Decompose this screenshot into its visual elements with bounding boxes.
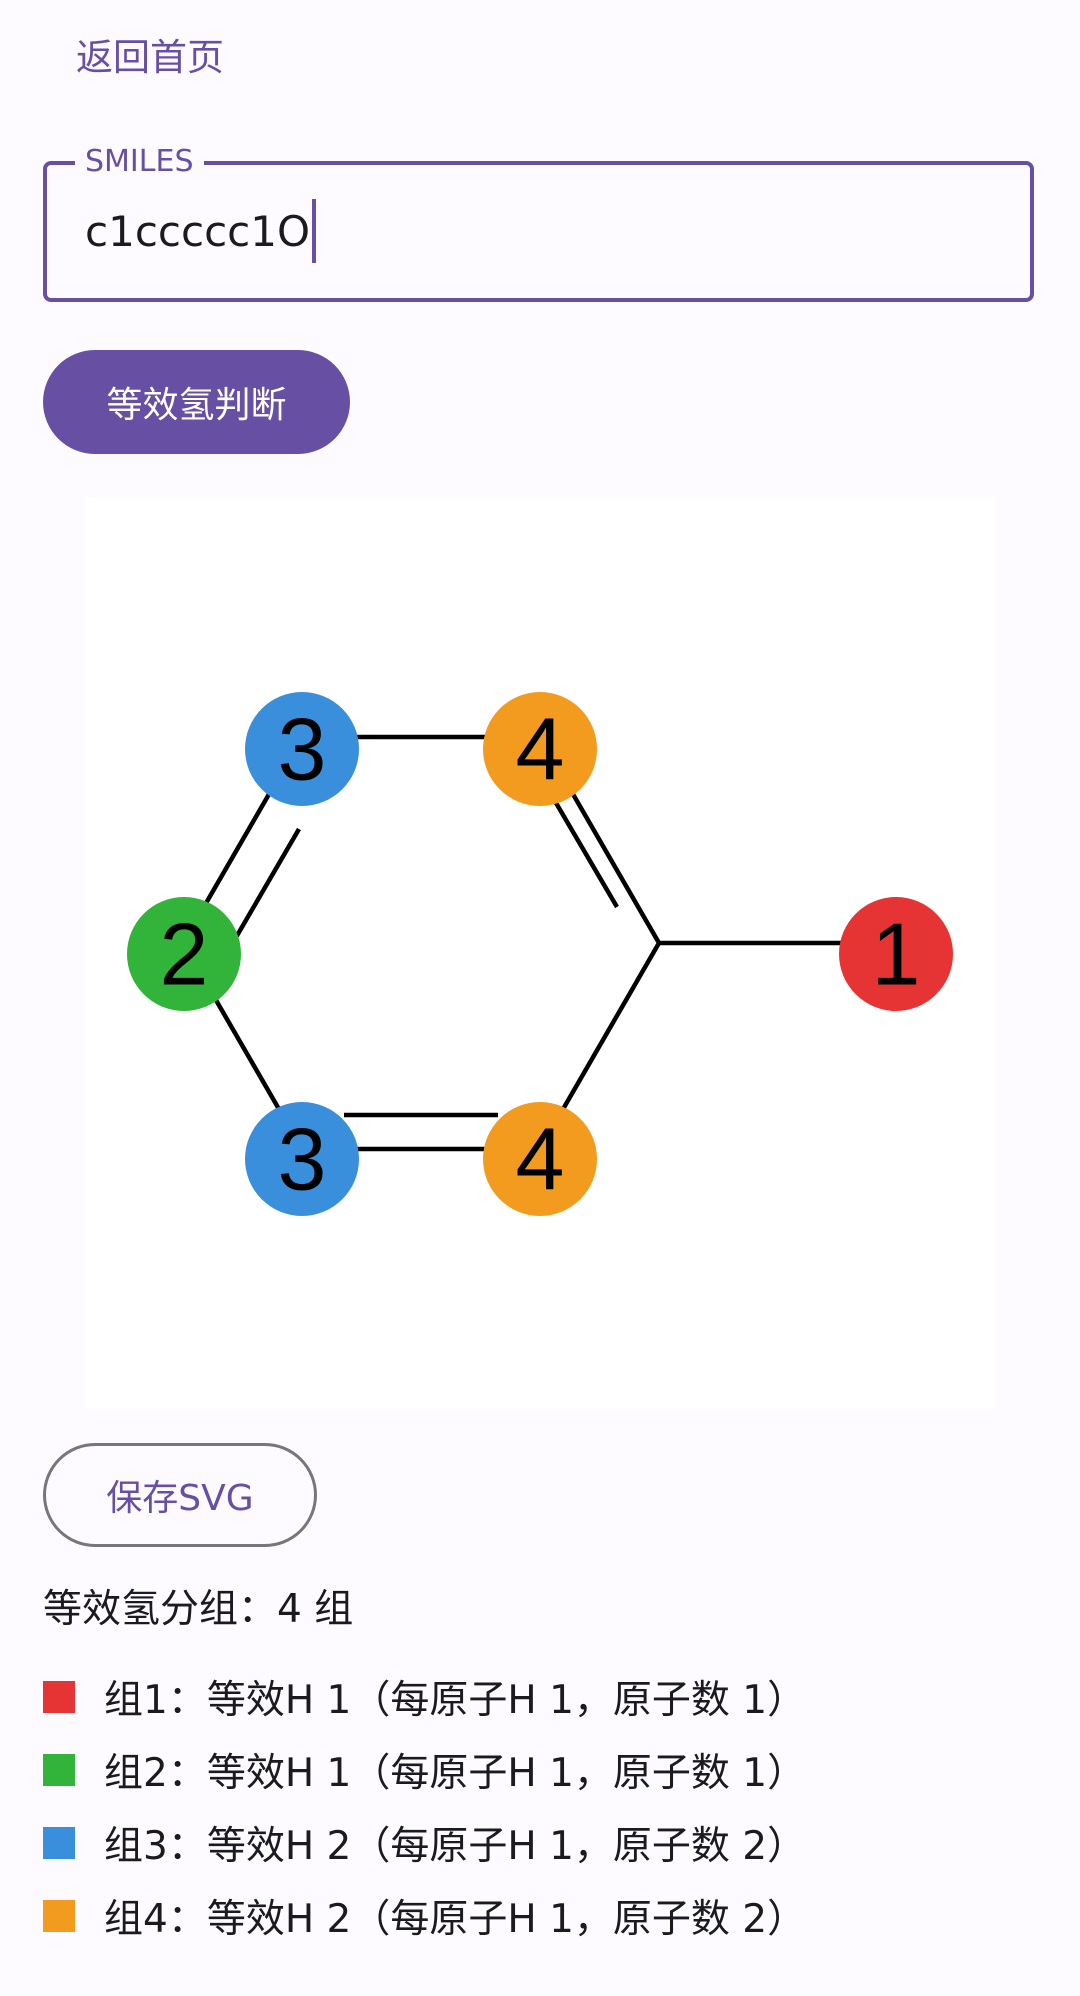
back-to-home-button[interactable]: 返回首页 bbox=[76, 36, 224, 79]
legend-label: 组4：等效H 2（每原子H 1，原子数 2） bbox=[104, 1896, 807, 1942]
molecule-canvas: 3 4 2 1 3 4 bbox=[84, 497, 996, 1409]
group-legend: 组1：等效H 1（每原子H 1，原子数 1） 组2：等效H 1（每原子H 1，原… bbox=[43, 1660, 1043, 1952]
legend-item: 组2：等效H 1（每原子H 1，原子数 1） bbox=[43, 1733, 1043, 1806]
smiles-input-value: c1ccccc1O bbox=[85, 206, 311, 256]
legend-label: 组3：等效H 2（每原子H 1，原子数 2） bbox=[104, 1823, 807, 1869]
molecule-svg: 3 4 2 1 3 4 bbox=[127, 692, 953, 1216]
smiles-field-label: SMILES bbox=[75, 143, 204, 181]
atom-4-top: 4 bbox=[483, 692, 597, 806]
group-summary: 等效氢分组：4 组 bbox=[43, 1587, 354, 1632]
atom-layer: 3 4 2 1 3 4 bbox=[127, 692, 953, 1216]
legend-swatch bbox=[43, 1826, 75, 1859]
legend-swatch bbox=[43, 1680, 75, 1713]
atom-2-marker bbox=[127, 897, 241, 1011]
atom-3-bottom-marker bbox=[245, 1102, 359, 1216]
legend-swatch bbox=[43, 1753, 75, 1786]
text-caret bbox=[312, 199, 317, 263]
atom-4-bottom: 4 bbox=[483, 1102, 597, 1216]
atom-3-top-label: 3 bbox=[278, 700, 327, 799]
atom-3-top: 3 bbox=[245, 692, 359, 806]
smiles-field[interactable]: SMILES c1ccccc1O bbox=[43, 143, 1034, 302]
atom-4-bottom-label: 4 bbox=[516, 1110, 565, 1209]
atom-2: 2 bbox=[127, 897, 241, 1011]
atom-4-top-marker bbox=[483, 692, 597, 806]
atom-2-label: 2 bbox=[160, 905, 209, 1004]
legend-item: 组1：等效H 1（每原子H 1，原子数 1） bbox=[43, 1660, 1043, 1733]
smiles-input[interactable]: c1ccccc1O bbox=[85, 193, 317, 269]
equivalent-hydrogen-button[interactable]: 等效氢判断 bbox=[43, 350, 350, 454]
atom-3-bottom-label: 3 bbox=[278, 1110, 327, 1209]
legend-label: 组1：等效H 1（每原子H 1，原子数 1） bbox=[104, 1677, 807, 1723]
atom-3-top-marker bbox=[245, 692, 359, 806]
legend-item: 组4：等效H 2（每原子H 1，原子数 2） bbox=[43, 1879, 1043, 1952]
atom-4-bottom-marker bbox=[483, 1102, 597, 1216]
atom-4-top-label: 4 bbox=[516, 700, 565, 799]
legend-label: 组2：等效H 1（每原子H 1，原子数 1） bbox=[104, 1750, 807, 1796]
atom-1-marker bbox=[839, 897, 953, 1011]
legend-item: 组3：等效H 2（每原子H 1，原子数 2） bbox=[43, 1806, 1043, 1879]
legend-swatch bbox=[43, 1899, 75, 1932]
atom-1-label: 1 bbox=[872, 905, 921, 1004]
save-svg-button[interactable]: 保存SVG bbox=[43, 1443, 317, 1547]
atom-1-oxygen: 1 bbox=[839, 897, 953, 1011]
atom-3-bottom: 3 bbox=[245, 1102, 359, 1216]
